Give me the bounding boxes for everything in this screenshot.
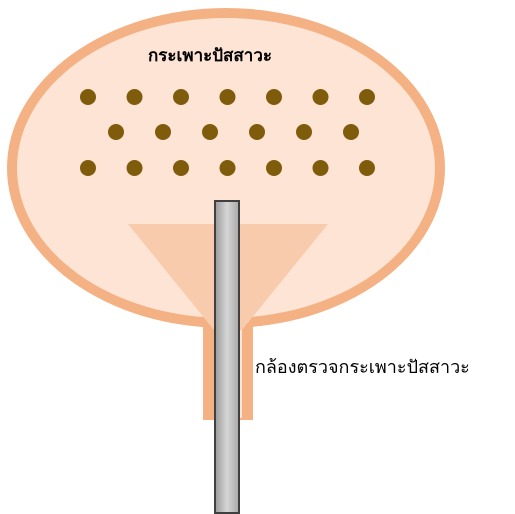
bladder-stone <box>220 89 236 105</box>
bladder-stone <box>155 124 171 140</box>
bladder-stone <box>202 124 218 140</box>
cystoscope-rod <box>215 201 239 513</box>
bladder-stone <box>108 124 124 140</box>
bladder-stone <box>359 160 375 176</box>
bladder-stone <box>127 160 143 176</box>
bladder-stone <box>80 89 96 105</box>
bladder-stone <box>80 160 96 176</box>
bladder-stone <box>266 89 282 105</box>
bladder-stone <box>343 124 359 140</box>
cystoscope-label: กล้องตรวจกระเพาะปัสสาวะ <box>255 352 470 381</box>
bladder-stone <box>313 160 329 176</box>
bladder-stone <box>296 124 312 140</box>
bladder-stone <box>173 89 189 105</box>
bladder-stone <box>220 160 236 176</box>
bladder-stone <box>359 89 375 105</box>
bladder-stone <box>313 89 329 105</box>
bladder-label: กระเพาะปัสสาวะ <box>148 42 272 69</box>
bladder-stone <box>266 160 282 176</box>
bladder-stone <box>127 89 143 105</box>
bladder-stone <box>173 160 189 176</box>
bladder-stone <box>249 124 265 140</box>
